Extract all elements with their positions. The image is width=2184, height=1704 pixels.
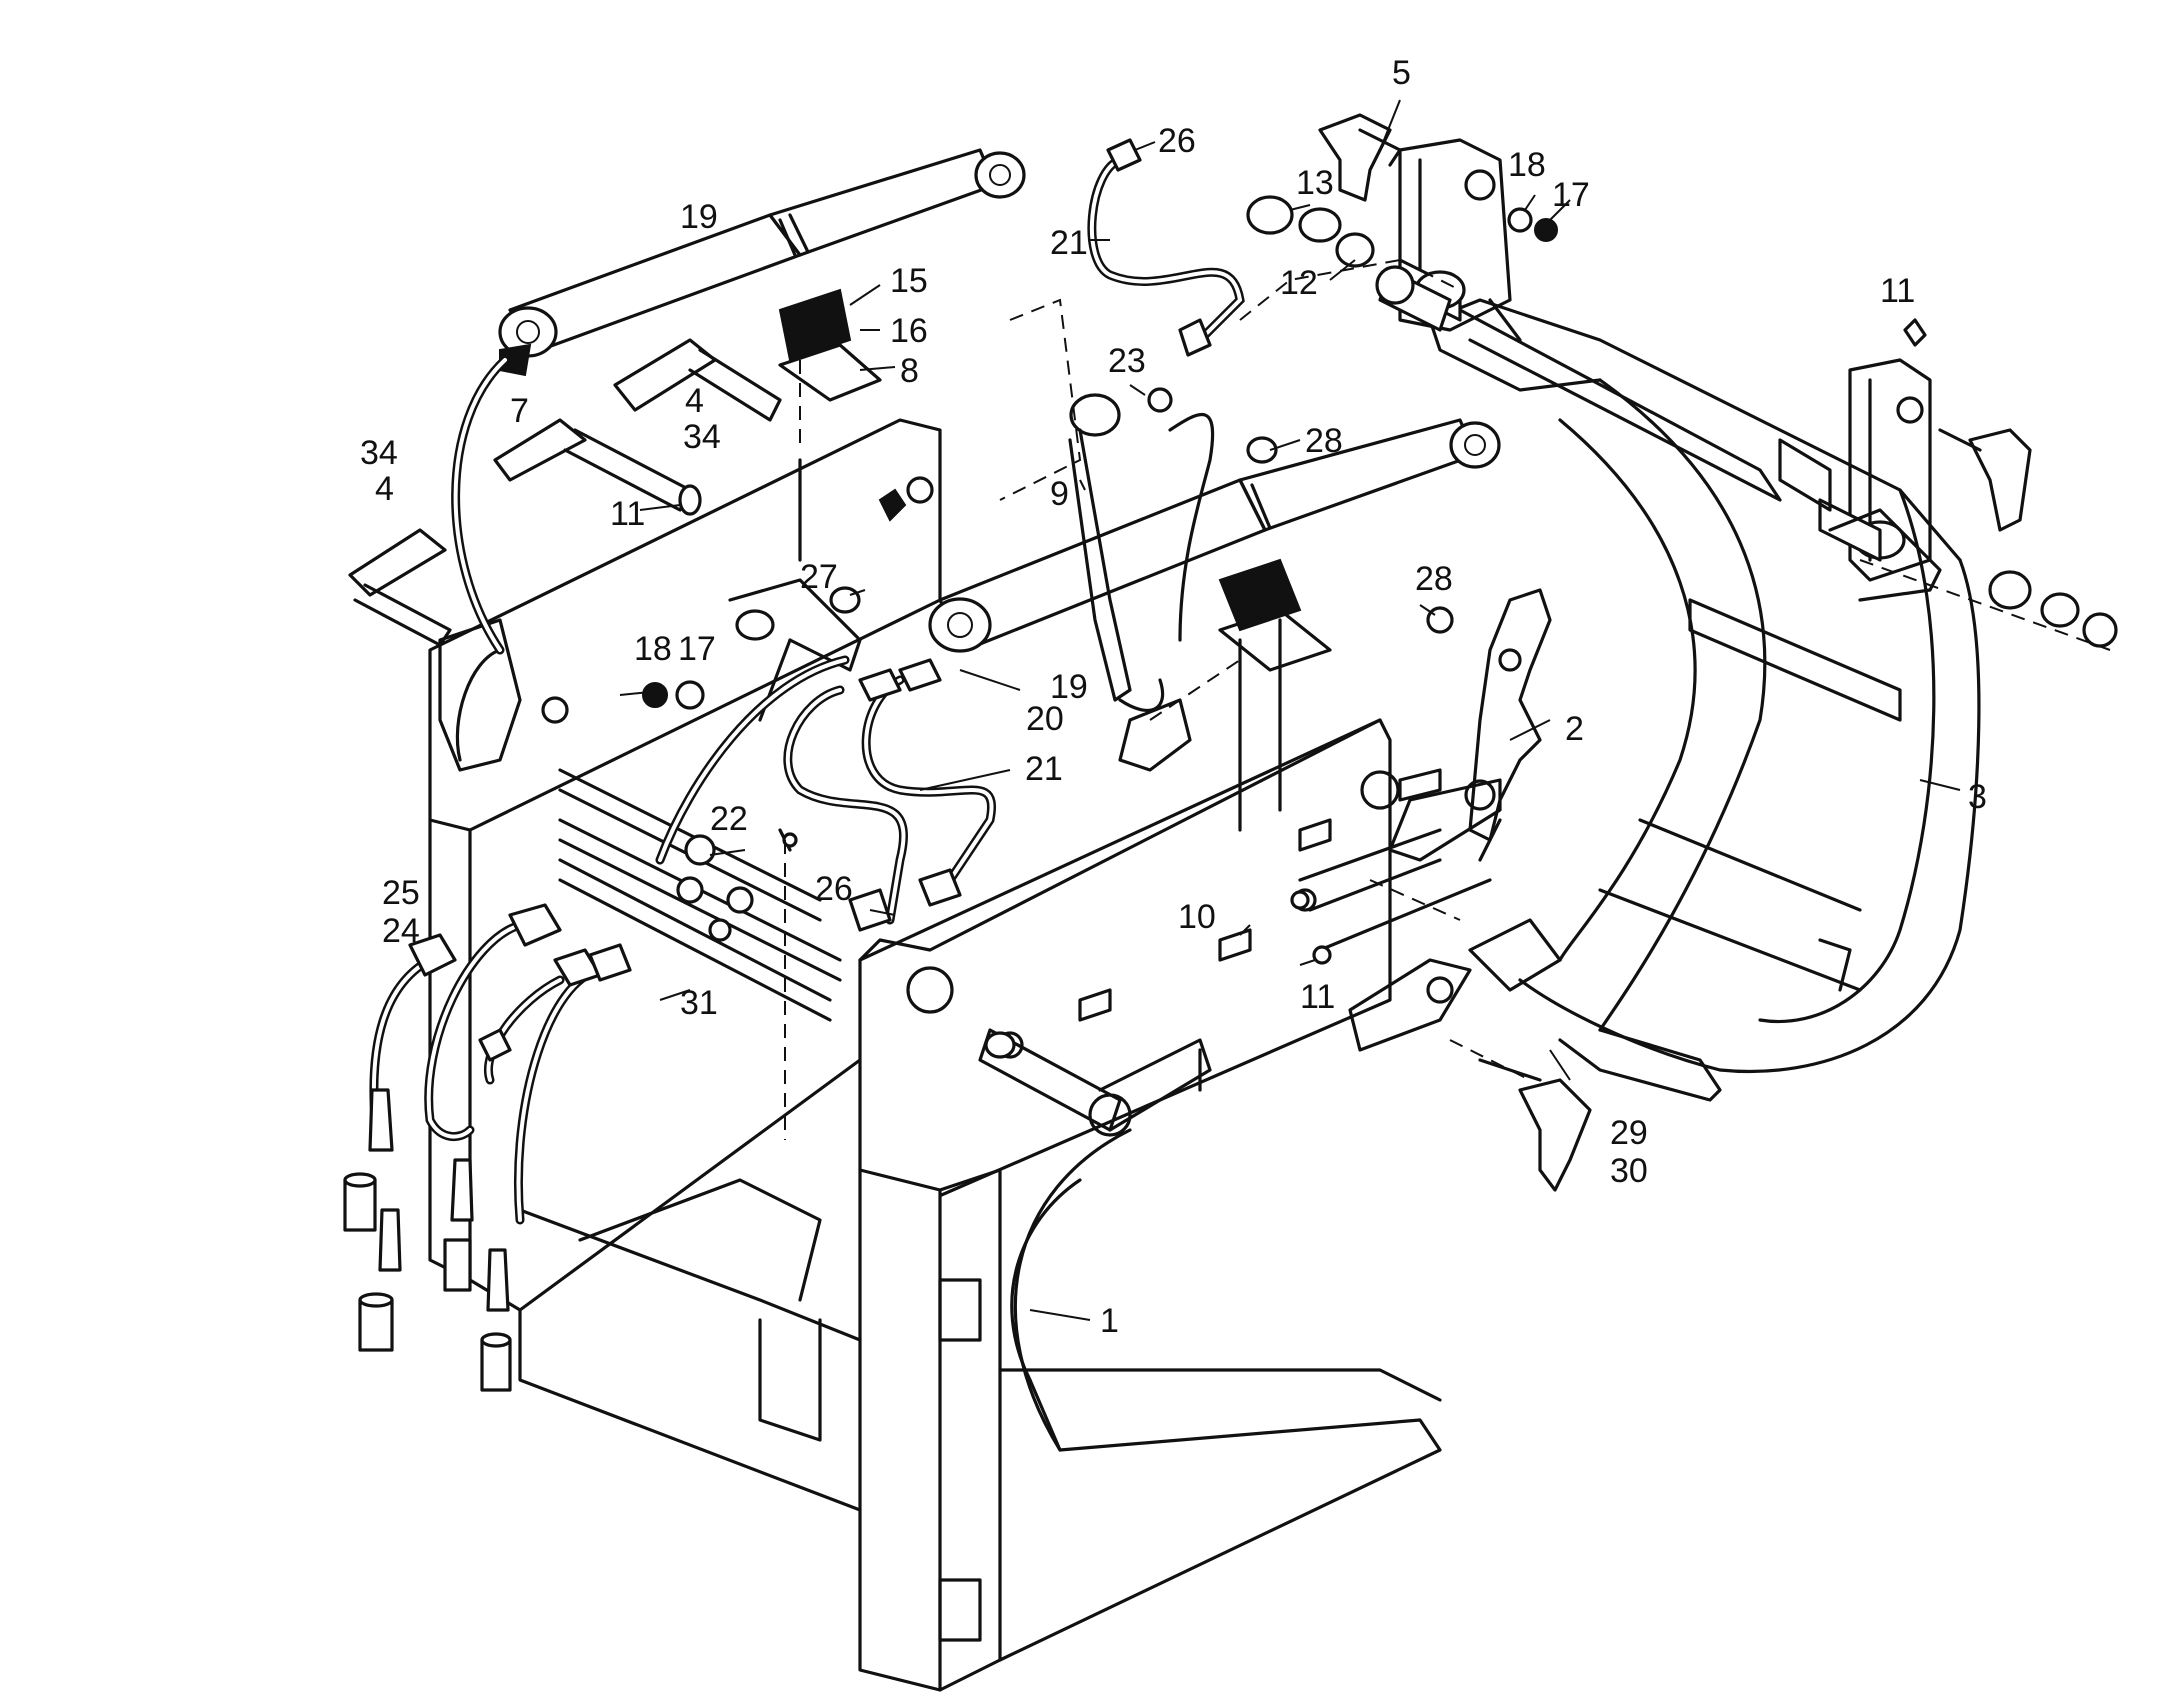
label-8: 8 bbox=[900, 352, 919, 390]
label-28-upper: 28 bbox=[1305, 422, 1343, 460]
main-frame bbox=[428, 418, 1442, 1692]
label-4-upper: 4 bbox=[685, 382, 704, 420]
label-28-right: 28 bbox=[1415, 560, 1453, 598]
label-11-lower: 11 bbox=[1300, 978, 1335, 1016]
label-29: 29 bbox=[1610, 1114, 1648, 1152]
label-31: 31 bbox=[680, 984, 718, 1022]
front-lever bbox=[978, 1028, 1212, 1137]
fittings bbox=[343, 138, 2118, 1392]
label-15: 15 bbox=[890, 262, 928, 300]
left-clamp-arm bbox=[1298, 588, 1562, 1052]
upper-hydraulic-cylinder bbox=[498, 148, 1026, 377]
label-17-top: 17 bbox=[1552, 176, 1590, 214]
label-11-top-right: 11 bbox=[1880, 272, 1915, 310]
label-19-top: 19 bbox=[680, 198, 718, 236]
label-16: 16 bbox=[890, 312, 928, 350]
label-4-left: 4 bbox=[375, 470, 394, 508]
label-23: 23 bbox=[1108, 342, 1146, 380]
wear-pads bbox=[778, 288, 1332, 672]
lower-hydraulic-cylinder bbox=[928, 418, 1501, 653]
label-19-lower: 19 bbox=[1050, 668, 1088, 706]
label-26-top: 26 bbox=[1158, 122, 1196, 160]
label-10: 10 bbox=[1178, 898, 1216, 936]
label-7: 7 bbox=[510, 392, 529, 430]
label-21-mid: 21 bbox=[1025, 750, 1063, 788]
assembly-lines bbox=[784, 259, 2111, 1140]
label-9: 9 bbox=[1050, 475, 1069, 513]
label-5: 5 bbox=[1392, 54, 1411, 92]
valve-tubes bbox=[558, 578, 862, 1022]
label-34-left: 34 bbox=[360, 434, 398, 472]
part-labels: 5 26 19 13 18 17 21 12 15 16 11 8 23 4 7… bbox=[360, 54, 1987, 1340]
label-13: 13 bbox=[1296, 164, 1334, 202]
label-11-left: 11 bbox=[610, 495, 645, 533]
label-1: 1 bbox=[1100, 1302, 1119, 1340]
label-18-top: 18 bbox=[1508, 146, 1546, 184]
label-12: 12 bbox=[1280, 264, 1318, 302]
label-18-left: 18 bbox=[634, 630, 672, 668]
leader-lines bbox=[619, 99, 1961, 1321]
linkage-rod bbox=[1068, 393, 1215, 772]
label-27: 27 bbox=[800, 558, 838, 596]
label-25: 25 bbox=[382, 874, 420, 912]
label-22: 22 bbox=[710, 800, 748, 838]
label-26-mid: 26 bbox=[815, 870, 853, 908]
label-30: 30 bbox=[1610, 1152, 1648, 1190]
label-2: 2 bbox=[1565, 710, 1584, 748]
label-34-upper: 34 bbox=[683, 418, 721, 456]
label-21-top: 21 bbox=[1050, 224, 1088, 262]
label-24: 24 bbox=[382, 912, 420, 950]
label-3: 3 bbox=[1968, 778, 1987, 816]
label-17-left: 17 bbox=[678, 630, 716, 668]
pins-group bbox=[348, 113, 2032, 1192]
label-20: 20 bbox=[1026, 700, 1064, 738]
